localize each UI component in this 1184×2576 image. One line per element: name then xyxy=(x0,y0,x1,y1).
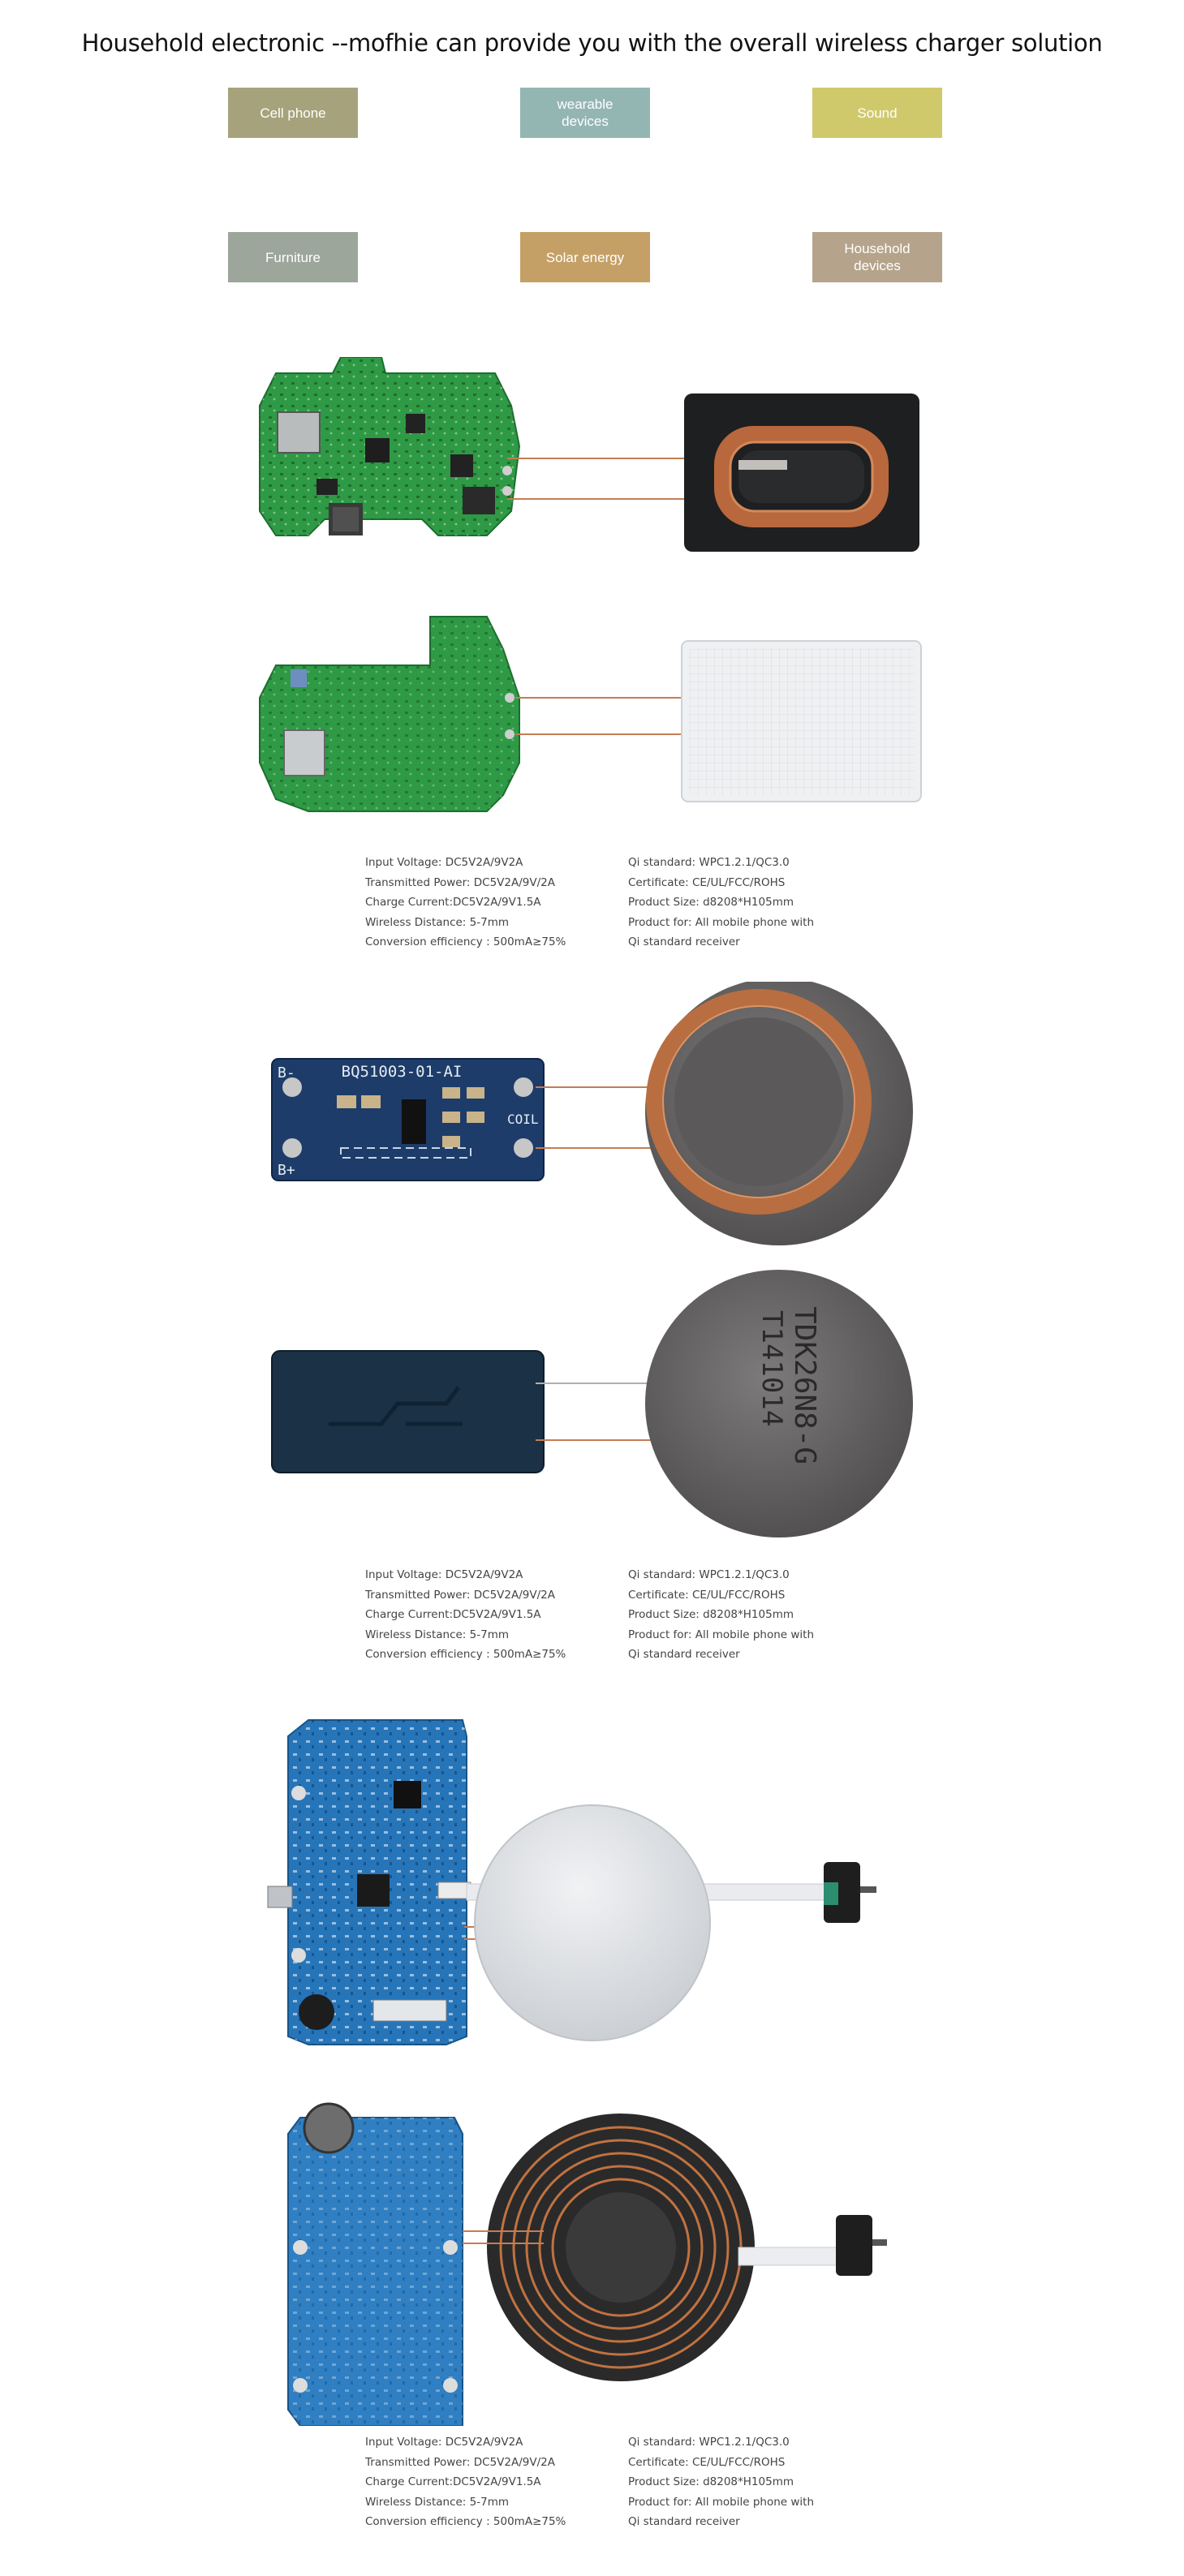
spec-product-size: Product Size: d8208*H105mm xyxy=(628,896,794,909)
category-sound[interactable]: Sound xyxy=(812,88,942,138)
spec-charge-current: Charge Current:DC5V2A/9V1.5A xyxy=(365,1608,541,1621)
spec-conversion-efficiency: Conversion efficiency : 500mA≥75% xyxy=(365,1648,566,1661)
product-image-blue-pcb-round-coil: BQ51003-01-AI B- B+ COIL TDK26N8-G T1410… xyxy=(271,982,913,1537)
spec-wireless-distance: Wireless Distance: 5-7mm xyxy=(365,2495,509,2509)
category-solar-energy[interactable]: Solar energy xyxy=(520,232,650,282)
spec-qi-standard: Qi standard: WPC1.2.1/QC3.0 xyxy=(628,856,790,869)
spec-block-1-left: Input Voltage: DC5V2A/9V2A Transmitted P… xyxy=(365,853,566,953)
spec-product-for: Product for: All mobile phone with xyxy=(628,1628,814,1641)
board-id-label: BQ51003-01-AI xyxy=(342,1063,463,1081)
spec-product-for-cont: Qi standard receiver xyxy=(628,935,740,948)
spec-qi-standard: Qi standard: WPC1.2.1/QC3.0 xyxy=(628,1568,790,1581)
category-label: wearable devices xyxy=(557,97,614,129)
spec-qi-standard: Qi standard: WPC1.2.1/QC3.0 xyxy=(628,2436,790,2449)
spec-block-2-left: Input Voltage: DC5V2A/9V2A Transmitted P… xyxy=(365,1565,566,1665)
spec-input-voltage: Input Voltage: DC5V2A/9V2A xyxy=(365,1568,523,1581)
spec-block-3-right: Qi standard: WPC1.2.1/QC3.0 Certificate:… xyxy=(628,2432,814,2532)
spec-product-for-cont: Qi standard receiver xyxy=(628,2515,740,2528)
spec-product-for: Product for: All mobile phone with xyxy=(628,2495,814,2509)
product-image-blue-pcb-flex-coil xyxy=(267,1719,887,2426)
board-coil-label: COIL xyxy=(507,1112,539,1127)
category-label: Household devices xyxy=(844,241,911,273)
board-b-plus-label: B+ xyxy=(278,1162,295,1179)
category-label: Solar energy xyxy=(545,249,625,265)
category-furniture[interactable]: Furniture xyxy=(228,232,358,282)
category-wearable-devices[interactable]: wearable devices xyxy=(520,88,650,138)
spec-transmitted-power: Transmitted Power: DC5V2A/9V/2A xyxy=(365,875,555,889)
spec-block-3-left: Input Voltage: DC5V2A/9V2A Transmitted P… xyxy=(365,2432,566,2532)
spec-certificate: Certificate: CE/UL/FCC/ROHS xyxy=(628,1588,786,1602)
spec-certificate: Certificate: CE/UL/FCC/ROHS xyxy=(628,875,786,889)
spec-certificate: Certificate: CE/UL/FCC/ROHS xyxy=(628,2455,786,2469)
board-b-minus-label: B- xyxy=(278,1064,295,1082)
product-image-green-pcb-rect-coil xyxy=(259,357,922,812)
spec-conversion-efficiency: Conversion efficiency : 500mA≥75% xyxy=(365,2515,566,2528)
spec-input-voltage: Input Voltage: DC5V2A/9V2A xyxy=(365,2436,523,2449)
category-label: Furniture xyxy=(265,249,321,265)
ferrite-code-2: T141014 xyxy=(756,1310,788,1426)
spec-wireless-distance: Wireless Distance: 5-7mm xyxy=(365,915,509,929)
category-cell-phone[interactable]: Cell phone xyxy=(228,88,358,138)
category-household-devices[interactable]: Household devices xyxy=(812,232,942,282)
spec-charge-current: Charge Current:DC5V2A/9V1.5A xyxy=(365,2475,541,2488)
spec-transmitted-power: Transmitted Power: DC5V2A/9V/2A xyxy=(365,2455,555,2469)
spec-product-size: Product Size: d8208*H105mm xyxy=(628,2475,794,2488)
category-label: Cell phone xyxy=(260,105,326,121)
ferrite-code-1: TDK26N8-G xyxy=(788,1306,821,1464)
page-title: Household electronic --mofhie can provid… xyxy=(81,29,1103,57)
spec-transmitted-power: Transmitted Power: DC5V2A/9V/2A xyxy=(365,1588,555,1602)
spec-block-1-right: Qi standard: WPC1.2.1/QC3.0 Certificate:… xyxy=(628,853,814,953)
spec-product-for: Product for: All mobile phone with xyxy=(628,915,814,929)
spec-block-2-right: Qi standard: WPC1.2.1/QC3.0 Certificate:… xyxy=(628,1565,814,1665)
spec-product-for-cont: Qi standard receiver xyxy=(628,1648,740,1661)
spec-product-size: Product Size: d8208*H105mm xyxy=(628,1608,794,1621)
spec-conversion-efficiency: Conversion efficiency : 500mA≥75% xyxy=(365,935,566,948)
spec-input-voltage: Input Voltage: DC5V2A/9V2A xyxy=(365,856,523,869)
spec-wireless-distance: Wireless Distance: 5-7mm xyxy=(365,1628,509,1641)
category-label: Sound xyxy=(857,105,898,121)
spec-charge-current: Charge Current:DC5V2A/9V1.5A xyxy=(365,896,541,909)
